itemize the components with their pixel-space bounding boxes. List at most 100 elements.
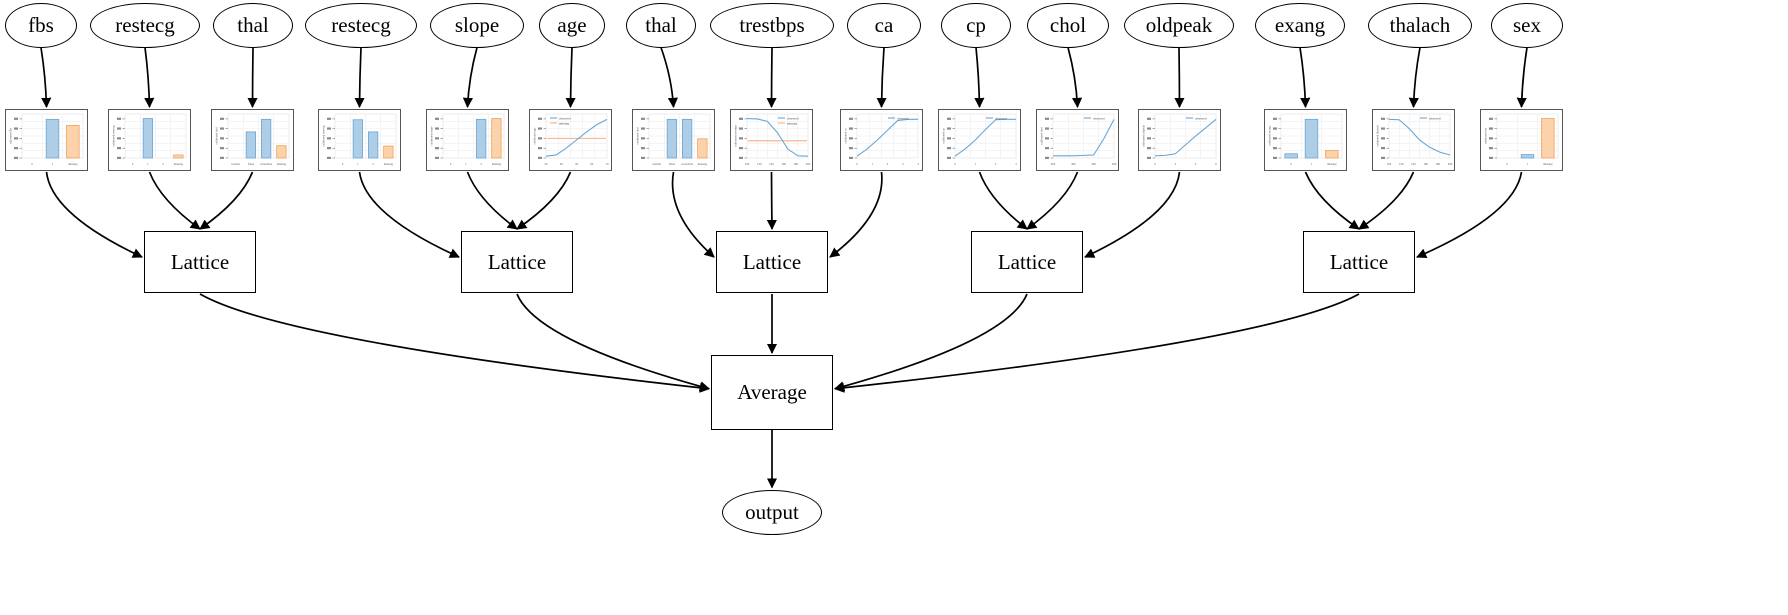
edge-calibrator-to-lattice-1 [148,171,201,230]
svg-text:calibrated ca: calibrated ca [844,128,848,144]
svg-text:missing: missing [787,121,797,125]
edge-feature-to-calibrator-11 [1174,47,1185,109]
lattice-node-2[interactable]: Lattice [716,231,828,293]
svg-text:2: 2 [372,162,374,166]
svg-text:calibrated age: calibrated age [533,127,537,144]
average-node[interactable]: Average [711,355,833,430]
svg-text:calibrated thal: calibrated thal [636,127,640,144]
svg-text:calibrated sex: calibrated sex [1484,127,1488,144]
svg-text:observed: observed [995,116,1007,120]
feature-node-sex[interactable]: sex [1491,2,1563,48]
svg-text:0: 0 [342,162,344,166]
svg-text:160: 160 [781,162,786,166]
feature-node-label: thal [237,12,269,37]
feature-node-label: restecg [115,12,175,37]
feature-node-thalach[interactable]: thalach [1368,2,1472,48]
edge-calibrator-to-lattice-9 [978,171,1028,230]
feature-node-label: slope [454,12,500,37]
edge-calibrator-to-lattice-11 [1084,171,1181,258]
svg-text:100: 100 [1387,162,1392,166]
lattice-node-3[interactable]: Lattice [971,231,1083,293]
feature-node-restecg[interactable]: restecg [90,2,200,48]
edge-feature-to-calibrator-10 [1067,47,1083,109]
feature-node-trestbps[interactable]: trestbps [710,2,834,48]
svg-text:1: 1 [52,162,54,166]
edge-calibrator-to-lattice-10 [1026,171,1079,230]
feature-node-label: age [557,12,587,37]
svg-text:50: 50 [575,162,579,166]
svg-text:observed: observed [787,116,799,120]
edge-calibrator-to-lattice-4 [466,171,518,230]
svg-text:calibrated exang: calibrated exang [1268,126,1272,146]
edge-calibrator-to-lattice-8 [829,171,883,258]
feature-node-label: sex [1513,12,1541,37]
svg-text:140: 140 [1411,162,1416,166]
feature-node-oldpeak[interactable]: oldpeak [1124,2,1234,48]
edge-feature-to-calibrator-1 [144,47,155,109]
feature-node-restecg[interactable]: restecg [305,2,417,48]
lattice-node-1[interactable]: Lattice [461,231,573,293]
lattice-node-label: Lattice [170,249,230,274]
output-node[interactable]: output [722,489,822,535]
feature-node-age[interactable]: age [539,2,605,48]
svg-text:0: 0 [450,162,452,166]
edge-feature-to-calibrator-12 [1299,47,1311,109]
feature-node-thal[interactable]: thal [213,2,293,48]
lattice-node-4[interactable]: Lattice [1303,231,1415,293]
svg-text:missing: missing [1327,162,1337,166]
svg-text:2: 2 [995,162,997,166]
svg-text:missing: missing [384,162,394,166]
feature-node-exang[interactable]: exang [1255,2,1345,48]
svg-text:60: 60 [590,162,594,166]
svg-text:3: 3 [902,162,904,166]
svg-text:missing: missing [174,162,184,166]
feature-node-ca[interactable]: ca [847,2,921,48]
svg-text:200: 200 [1051,162,1056,166]
svg-text:calibrated cp: calibrated cp [942,128,946,144]
lattice-node-0[interactable]: Lattice [144,231,256,293]
feature-node-label: ca [874,12,894,37]
svg-text:120: 120 [1399,162,1404,166]
svg-text:0: 0 [132,162,134,166]
feature-node-thal[interactable]: thal [626,2,696,48]
feature-node-label: fbs [28,12,54,37]
edge-feature-to-calibrator-2 [247,47,258,109]
svg-text:fixed: fixed [669,162,676,166]
svg-text:calibrated slope: calibrated slope [430,126,434,146]
svg-text:observed: observed [1093,116,1105,120]
feature-node-fbs[interactable]: fbs [5,2,77,48]
svg-text:1: 1 [465,162,467,166]
svg-text:calibrated restecg: calibrated restecg [322,125,326,147]
feature-node-cp[interactable]: cp [941,2,1011,48]
edge-calibrator-to-lattice-12 [1304,171,1360,230]
svg-text:reversible: reversible [681,162,693,166]
svg-text:calibrated restecg: calibrated restecg [112,125,116,147]
feature-node-slope[interactable]: slope [430,2,524,48]
feature-node-label: restecg [331,12,391,37]
feature-node-chol[interactable]: chol [1027,2,1109,48]
lattice-node-label: Lattice [997,249,1057,274]
edge-calibrator-to-lattice-14 [1416,171,1523,259]
svg-text:40: 40 [560,162,564,166]
svg-text:140: 140 [769,162,774,166]
svg-text:100: 100 [745,162,750,166]
svg-text:calibrated fbs: calibrated fbs [9,127,13,144]
svg-text:1: 1 [872,162,874,166]
average-node-label: Average [737,380,807,404]
